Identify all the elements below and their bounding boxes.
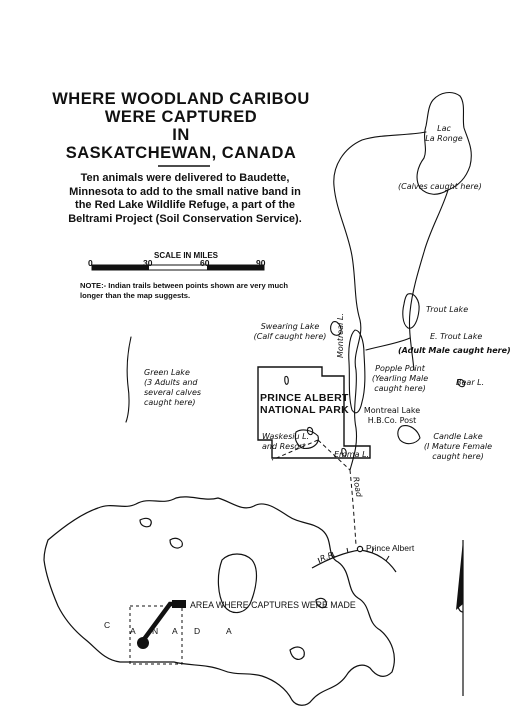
scale-tick-0: 0 <box>88 258 93 268</box>
trail-note: NOTE:- Indian trails between points show… <box>80 281 289 300</box>
waskesiu-label: Waskesiu L.and Resort <box>262 432 310 451</box>
river-north <box>333 131 427 471</box>
bear-lake-label: Bear L. <box>456 378 485 387</box>
scale-bar <box>91 264 265 271</box>
hudson-bay <box>217 553 258 614</box>
trail-2 <box>317 439 351 471</box>
map-title-line-2: WERE CAPTURED <box>104 108 258 126</box>
scale-tick-60: 60 <box>200 258 210 268</box>
map-title-line-4: SASKATCHEWAN, CANADA <box>65 144 297 162</box>
canada-letter-n: N <box>152 626 159 636</box>
canada-letter-a1: A <box>130 626 136 636</box>
prince-albert-label: Prince Albert <box>366 543 415 553</box>
inset-pointer <box>140 601 186 644</box>
map-title-line-3: IN <box>172 126 190 144</box>
canada-letter-c: C <box>104 620 111 630</box>
la-ronge-calves-label: (Calves caught here) <box>398 182 482 191</box>
swearing-lake-label: Swearing Lake(Calf caught here) <box>253 322 327 341</box>
trout-lake-label: Trout Lake <box>426 305 469 314</box>
swearing-lake-outline <box>330 321 342 336</box>
river-east <box>408 189 449 371</box>
canada-outline <box>43 496 395 706</box>
canada-letter-a3: A <box>226 626 232 636</box>
trail-3 <box>271 439 319 461</box>
canada-letter-a2: A <box>172 626 178 636</box>
candle-lake-outline <box>397 425 421 445</box>
prince-albert-dot <box>356 545 364 553</box>
montreal-l-label: Montreal L. <box>336 313 345 358</box>
green-lake-outline <box>125 336 132 423</box>
capture-area-marker <box>137 637 149 649</box>
e-trout-lake-note: (Adult Male caught here) <box>398 346 511 355</box>
trout-lake-outline <box>402 293 420 329</box>
scale-tick-90: 90 <box>256 258 266 268</box>
canada-letter-d: D <box>194 626 201 636</box>
capture-area-label: AREA WHERE CAPTURES WERE MADE <box>190 600 356 610</box>
north-arrow <box>456 540 464 696</box>
montreal-lake-outline <box>348 329 366 414</box>
canada-inset <box>43 496 395 706</box>
scale-tick-30: 30 <box>143 258 153 268</box>
e-trout-lake-label: E. Trout Lake <box>430 332 483 341</box>
emma-lake-label: Emma L. <box>334 450 370 459</box>
map-title-line-1: WHERE WOODLAND CARIBOU <box>52 90 310 108</box>
river-link <box>365 337 411 351</box>
park-boundary <box>257 366 371 459</box>
scale-title: SCALE IN MILES <box>153 251 218 260</box>
description-text: Ten animals were delivered to Baudette, … <box>68 172 302 225</box>
